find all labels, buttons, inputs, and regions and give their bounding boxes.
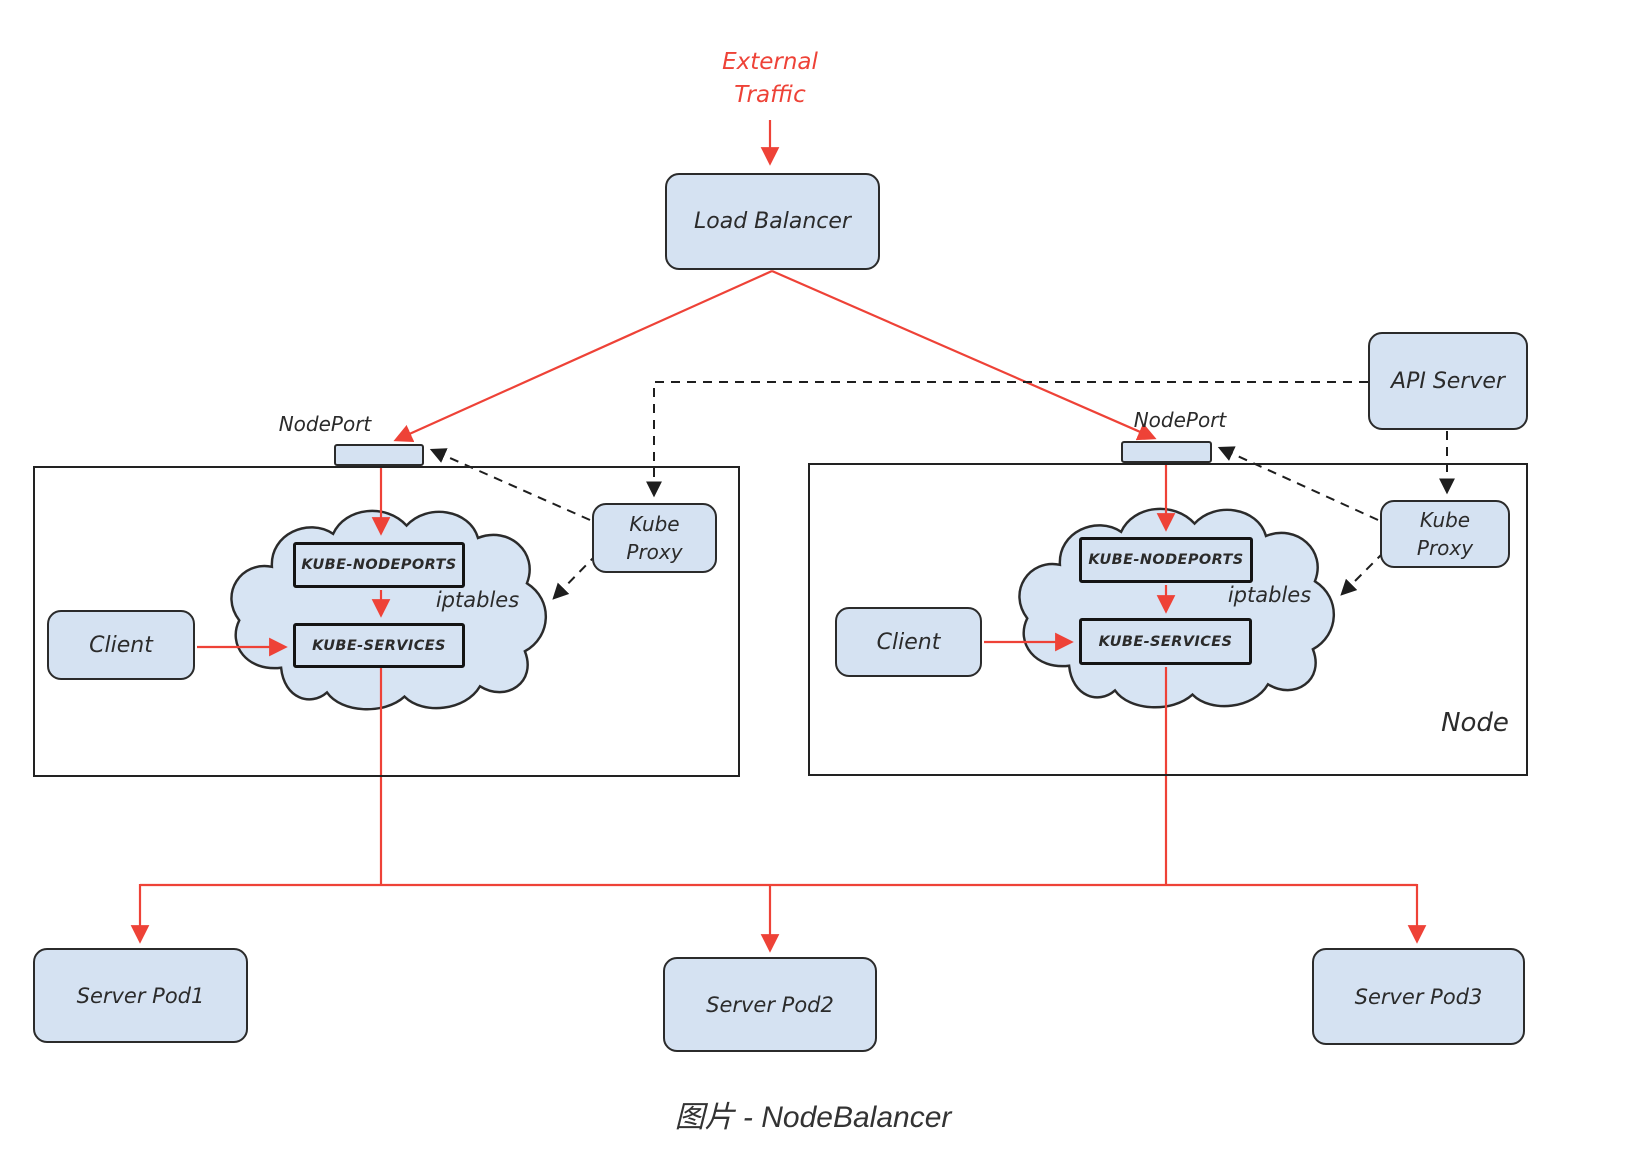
api-server-box: API Server [1368,332,1528,430]
kube-services-box-left: KUBE-SERVICES [293,623,465,668]
iptables-label-right: iptables [1227,583,1312,607]
node-box-right [808,463,1528,776]
nodeport-label-left: NodePort [278,412,372,436]
node-label: Node [1441,708,1509,738]
server-pod3-box: Server Pod3 [1312,948,1525,1045]
figure-caption: 图片 - NodeBalancer [674,1101,952,1134]
kube-proxy-box-right: Kube Proxy [1380,500,1510,568]
iptables-label-left: iptables [435,588,520,612]
client-box-right: Client [835,607,982,677]
client-box-left: Client [47,610,195,680]
kube-nodeports-box-right: KUBE-NODEPORTS [1079,537,1253,583]
server-pod1-box: Server Pod1 [33,948,248,1043]
nodeport-box-left [334,444,424,466]
load-balancer-box: Load Balancer [665,173,880,270]
nodeport-box-right [1121,441,1212,463]
kube-services-box-right: KUBE-SERVICES [1079,618,1252,665]
node-box-left [33,466,740,777]
external-traffic-label: External Traffic [722,49,818,108]
kube-nodeports-box-left: KUBE-NODEPORTS [293,542,465,588]
server-pod2-box: Server Pod2 [663,957,877,1052]
nodeport-label-right: NodePort [1133,408,1227,432]
kube-proxy-box-left: Kube Proxy [592,503,717,573]
